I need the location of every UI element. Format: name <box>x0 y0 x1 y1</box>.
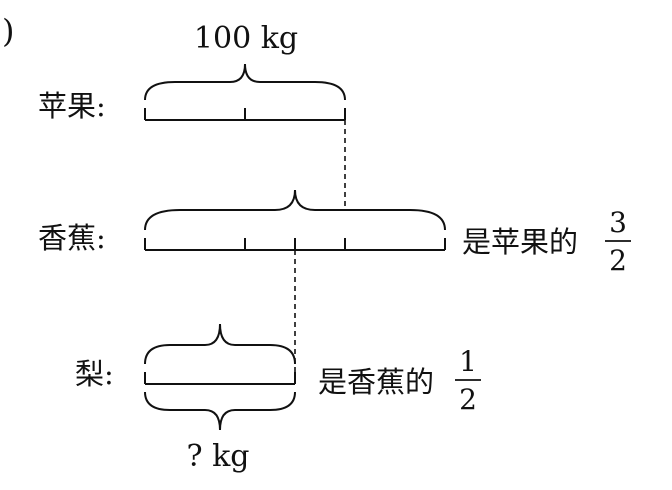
pear-fraction-numerator: 1 <box>459 345 477 378</box>
pear-segment <box>144 372 296 385</box>
pear-label: 梨: <box>75 357 114 391</box>
pear-top-brace <box>144 323 296 365</box>
pear-relation-text: 是香蕉的 <box>318 365 434 399</box>
banana-fraction-denominator: 2 <box>609 244 627 277</box>
pear-bottom-brace <box>144 391 296 431</box>
pear-fraction-denominator: 2 <box>459 383 477 416</box>
apple-top-brace <box>144 63 346 101</box>
apple-quantity: 100 kg <box>194 21 298 56</box>
banana-relation-text: 是苹果的 <box>462 225 578 259</box>
apple-label: 苹果: <box>38 89 106 123</box>
banana-fraction-numerator: 3 <box>609 206 627 239</box>
pear-quantity: ? kg <box>186 439 249 474</box>
banana-fraction: 3 2 <box>605 206 631 277</box>
apple-segment <box>144 108 346 121</box>
banana-label: 香蕉: <box>38 221 106 255</box>
parenthesis-mark: ) <box>2 12 14 50</box>
banana-top-brace <box>144 189 446 231</box>
pear-fraction: 1 2 <box>455 345 481 416</box>
banana-segment <box>144 238 446 251</box>
